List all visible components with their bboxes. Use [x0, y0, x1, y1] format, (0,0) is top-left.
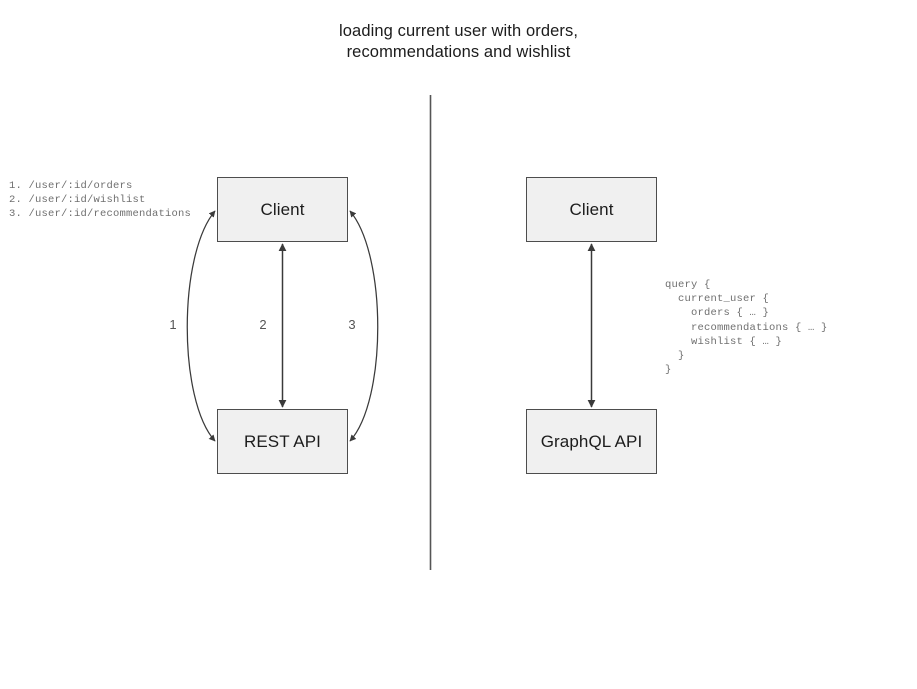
node-client-rest[interactable]: Client — [217, 177, 348, 242]
edge-label-3: 3 — [348, 317, 356, 332]
node-graphql-api[interactable]: GraphQL API — [526, 409, 657, 474]
edge-label-2: 2 — [259, 317, 267, 332]
edge-label-1: 1 — [169, 317, 177, 332]
edge-1-curve — [186, 210, 216, 442]
node-rest-api[interactable]: REST API — [217, 409, 348, 474]
edge-3-curve — [349, 210, 379, 442]
node-client-graphql[interactable]: Client — [526, 177, 657, 242]
page-title: loading current user with orders, recomm… — [339, 22, 578, 61]
graphql-query-snippet: query { current_user { orders { … } reco… — [665, 279, 828, 377]
rest-endpoint-list: 1. /user/:id/orders 2. /user/:id/wishlis… — [9, 180, 192, 221]
